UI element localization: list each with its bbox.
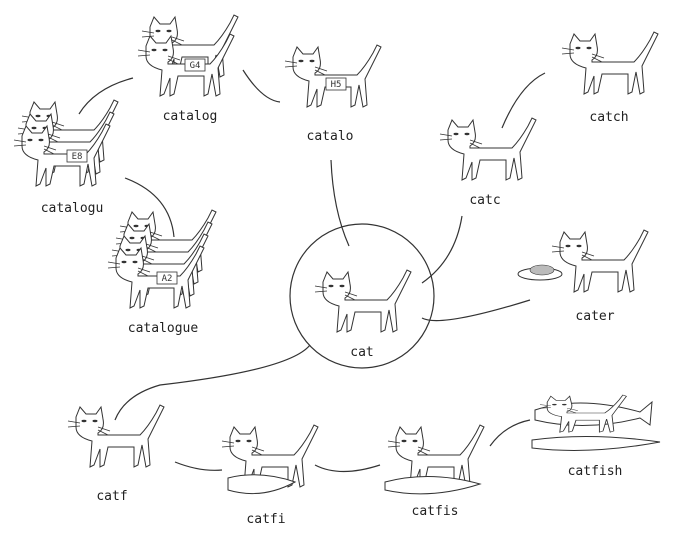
node-label: cat (350, 345, 373, 360)
node-label: cater (575, 309, 614, 324)
edge-cat-catc (421, 215, 463, 284)
edge-catalo-catalog (242, 69, 281, 103)
edge-catalog-catalogu (78, 77, 134, 115)
node-catch: catch (561, 31, 659, 125)
node-label: catf (96, 489, 127, 504)
node-tag: E8 (72, 152, 83, 162)
edge-cat-catf (114, 344, 311, 421)
node-label: catfi (246, 512, 285, 527)
cat-drawing-icon (439, 117, 537, 181)
edges (78, 69, 546, 473)
node-catfi: catfi (221, 424, 319, 527)
fish-icon (227, 474, 297, 495)
node-catfis: catfis (384, 424, 485, 519)
cat-drawing-icon (284, 44, 382, 108)
edge-cat-catalo (330, 159, 350, 247)
cat-drawing-icon (551, 229, 649, 293)
node-label: catfis (412, 504, 459, 519)
node-cat: cat (314, 269, 412, 360)
edge-catalogu-catalogue (124, 177, 175, 238)
node-catc: catc (439, 117, 537, 208)
node-label: catalo (307, 129, 354, 144)
node-catalogue: A2 catalogue (107, 209, 217, 336)
edge-catf-catfi (174, 461, 223, 471)
node-tag: A2 (162, 274, 173, 284)
edge-catc-catch (501, 72, 546, 129)
edge-cat-cater (421, 299, 531, 322)
node-label: catalogue (128, 321, 199, 336)
edge-catfi-catfis (314, 464, 381, 473)
node-label: catalog (163, 109, 218, 124)
cat-drawing-icon (561, 31, 659, 95)
node-cater: cater (517, 229, 649, 324)
node-catalog: G4 catalog (137, 14, 239, 124)
cat-drawing-icon (539, 394, 627, 433)
node-label: catalogu (41, 201, 104, 216)
cat-drawing-icon (67, 404, 165, 468)
fish-icon (384, 476, 482, 495)
cat-highlight-circle (289, 223, 435, 369)
edge-catfis-catfish (489, 419, 531, 447)
node-catalogu: E8 catalogu (13, 99, 119, 216)
node-label: catch (589, 110, 628, 125)
node-label: catc (469, 193, 500, 208)
node-catalo: H5 catalo (284, 44, 382, 144)
fish-icon (531, 435, 661, 451)
node-tag: G4 (190, 61, 201, 71)
node-catfish: catfish (531, 394, 661, 479)
node-tag: H5 (331, 80, 342, 90)
node-catf: catf (67, 404, 165, 504)
node-label: catfish (568, 464, 623, 479)
cat-drawing-icon (314, 269, 412, 333)
